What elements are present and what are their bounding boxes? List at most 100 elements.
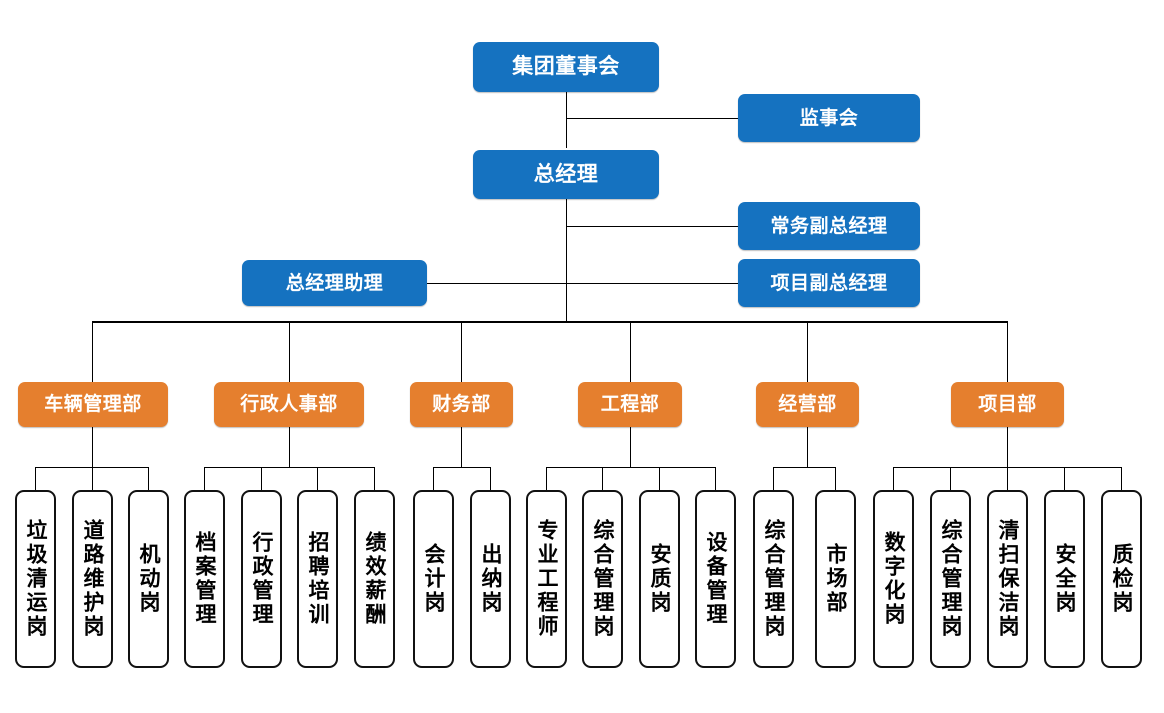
connector-dept4-leaf-4 — [715, 467, 716, 490]
node-department-operations[interactable]: 经营部 — [756, 382, 859, 427]
leaf-box[interactable]: 机动岗 — [128, 490, 169, 668]
leaf-box[interactable]: 安全岗 — [1044, 490, 1085, 668]
leaf-box[interactable]: 清扫保洁岗 — [987, 490, 1028, 668]
leaf-box[interactable]: 综合管理岗 — [753, 490, 794, 668]
leaf-label: 质检岗 — [1110, 543, 1134, 615]
leaf-label: 绩效薪酬 — [363, 531, 387, 627]
connector-dept3-leaf-2 — [490, 467, 491, 490]
node-department-project[interactable]: 项目部 — [951, 382, 1064, 427]
leaf-box[interactable]: 道路维护岗 — [72, 490, 113, 668]
connector-dept3-leaf-1 — [433, 467, 434, 490]
node-department-admin-hr[interactable]: 行政人事部 — [214, 382, 364, 427]
leaf-box[interactable]: 档案管理 — [184, 490, 225, 668]
connector-dept1-leaf-3 — [148, 467, 149, 490]
node-supervisory-board-label: 监事会 — [799, 106, 859, 129]
leaf-label: 设备管理 — [704, 531, 728, 627]
connector-dept5-leaf-1 — [773, 467, 774, 490]
connector-dept6-leaf-5 — [1121, 467, 1122, 490]
leaf-box[interactable]: 设备管理 — [695, 490, 736, 668]
sub-bus-dept4 — [546, 467, 715, 468]
node-gm-assistant[interactable]: 总经理助理 — [242, 260, 427, 306]
leaf-label: 出纳岗 — [479, 543, 503, 615]
leaf-label: 清扫保洁岗 — [996, 519, 1020, 639]
leaf-label: 档案管理 — [193, 531, 217, 627]
connector-bus-to-dept-4 — [630, 321, 631, 382]
node-department-project-label: 项目部 — [978, 393, 1037, 416]
leaf-box[interactable]: 出纳岗 — [470, 490, 511, 668]
node-department-operations-label: 经营部 — [778, 393, 837, 416]
connector-dept1-stem — [92, 427, 93, 467]
node-board-of-directors-label: 集团董事会 — [512, 54, 620, 79]
connector-dept3-stem — [461, 427, 462, 467]
node-project-deputy-gm-label: 项目副总经理 — [770, 271, 888, 294]
connector-bus-to-dept-2 — [289, 321, 290, 382]
leaf-label: 专业工程师 — [535, 519, 559, 639]
node-executive-deputy-gm-label: 常务副总经理 — [770, 214, 888, 237]
connector-dept4-leaf-1 — [546, 467, 547, 490]
connector-gm-to-assistant — [427, 283, 566, 284]
node-general-manager-label: 总经理 — [533, 161, 599, 186]
sub-bus-dept3 — [433, 467, 490, 468]
leaf-label: 行政管理 — [250, 531, 274, 627]
node-gm-assistant-label: 总经理助理 — [285, 271, 384, 294]
leaf-box[interactable]: 市场部 — [815, 490, 856, 668]
department-bus — [92, 321, 1008, 323]
connector-dept6-leaf-1 — [893, 467, 894, 490]
node-supervisory-board[interactable]: 监事会 — [738, 94, 920, 142]
connector-dept5-stem — [807, 427, 808, 467]
leaf-label: 垃圾清运岗 — [24, 519, 48, 639]
connector-dept6-leaf-4 — [1064, 467, 1065, 490]
leaf-box[interactable]: 绩效薪酬 — [354, 490, 395, 668]
connector-dept4-stem — [630, 427, 631, 467]
leaf-box[interactable]: 垃圾清运岗 — [15, 490, 56, 668]
connector-board-to-gm — [566, 92, 567, 148]
leaf-box[interactable]: 专业工程师 — [526, 490, 567, 668]
leaf-box[interactable]: 行政管理 — [241, 490, 282, 668]
connector-dept5-leaf-2 — [835, 467, 836, 490]
connector-dept6-stem — [1007, 427, 1008, 467]
connector-dept6-leaf-2 — [950, 467, 951, 490]
leaf-label: 招聘培训 — [306, 531, 330, 627]
leaf-label: 综合管理岗 — [939, 519, 963, 639]
leaf-label: 安全岗 — [1053, 543, 1077, 615]
connector-dept1-leaf-2 — [92, 467, 93, 490]
leaf-box[interactable]: 综合管理岗 — [930, 490, 971, 668]
connector-dept2-leaf-4 — [374, 467, 375, 490]
leaf-box[interactable]: 会计岗 — [413, 490, 454, 668]
node-department-vehicle-management-label: 车辆管理部 — [44, 393, 142, 416]
leaf-box[interactable]: 安质岗 — [639, 490, 680, 668]
node-department-finance-label: 财务部 — [432, 393, 491, 416]
node-department-finance[interactable]: 财务部 — [410, 382, 513, 427]
leaf-box[interactable]: 综合管理岗 — [582, 490, 623, 668]
leaf-label: 安质岗 — [648, 543, 672, 615]
connector-gm-to-exec-deputy — [566, 226, 738, 227]
node-project-deputy-gm[interactable]: 项目副总经理 — [738, 259, 920, 307]
sub-bus-dept5 — [773, 467, 835, 468]
sub-bus-dept2 — [204, 467, 374, 468]
connector-dept6-leaf-3 — [1007, 467, 1008, 490]
leaf-label: 综合管理岗 — [591, 519, 615, 639]
leaf-box[interactable]: 数字化岗 — [873, 490, 914, 668]
leaf-label: 市场部 — [824, 543, 848, 615]
node-board-of-directors[interactable]: 集团董事会 — [473, 42, 659, 92]
connector-dept1-leaf-1 — [35, 467, 36, 490]
connector-board-to-supervisory — [566, 118, 738, 119]
connector-bus-to-dept-6 — [1007, 321, 1008, 382]
connector-gm-to-bus — [566, 199, 567, 322]
connector-dept2-leaf-3 — [317, 467, 318, 490]
leaf-box[interactable]: 质检岗 — [1101, 490, 1142, 668]
node-executive-deputy-gm[interactable]: 常务副总经理 — [738, 202, 920, 250]
connector-dept2-stem — [289, 427, 290, 467]
leaf-label: 综合管理岗 — [762, 519, 786, 639]
connector-bus-to-dept-3 — [461, 321, 462, 382]
leaf-box[interactable]: 招聘培训 — [297, 490, 338, 668]
connector-dept2-leaf-1 — [204, 467, 205, 490]
node-department-engineering[interactable]: 工程部 — [578, 382, 682, 427]
node-department-admin-hr-label: 行政人事部 — [240, 393, 338, 416]
node-general-manager[interactable]: 总经理 — [473, 150, 659, 199]
connector-bus-to-dept-5 — [807, 321, 808, 382]
node-department-engineering-label: 工程部 — [600, 393, 660, 416]
node-department-vehicle-management[interactable]: 车辆管理部 — [18, 382, 168, 427]
leaf-label: 道路维护岗 — [81, 519, 105, 639]
